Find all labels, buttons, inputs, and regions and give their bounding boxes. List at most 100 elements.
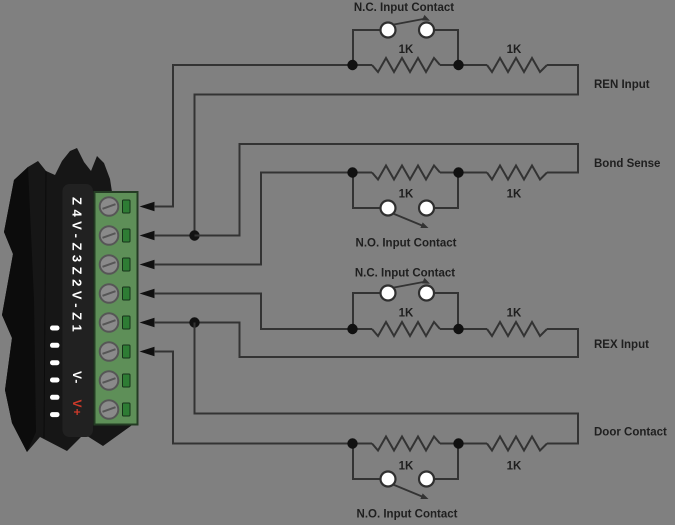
contact-label: N.C. Input Contact	[354, 2, 454, 14]
contact-arm	[393, 280, 427, 289]
contact-arm	[392, 483, 425, 499]
device-facet	[2, 167, 36, 452]
circuit-name-label: Door Contact	[594, 427, 667, 439]
terminal-slot	[122, 199, 131, 214]
terminal-slot	[122, 344, 131, 359]
device-leds	[50, 325, 60, 418]
terminal-block-body	[93, 191, 139, 426]
contact-branch-wire	[434, 172, 459, 209]
junction-dot	[453, 323, 464, 335]
terminal-slot	[122, 228, 131, 243]
circuit-name-label: Bond Sense	[594, 158, 660, 170]
contact-branch-wire	[352, 443, 381, 480]
device-facet-line	[43, 170, 47, 439]
junction-dot	[347, 438, 358, 449]
junction-dot	[453, 438, 464, 449]
contact-terminal	[417, 470, 436, 488]
resistor-zigzag	[486, 434, 548, 453]
device-panel	[62, 184, 93, 437]
terminal-wire-slots	[122, 199, 131, 417]
terminal-arrow	[139, 201, 155, 212]
contact-terminal	[417, 284, 436, 302]
resistor-zigzag	[486, 319, 548, 339]
device-model-label: Z4V-Z3Z2V-Z1	[70, 197, 85, 336]
contact-terminal	[417, 21, 436, 39]
contact-branch-wire	[352, 172, 381, 209]
terminal-slot	[122, 286, 131, 301]
terminal-arrow	[139, 259, 155, 270]
wire	[154, 292, 372, 330]
terminal-arrow	[139, 230, 155, 241]
contact-terminal	[379, 21, 397, 39]
contact-label: N.C. Input Contact	[355, 268, 455, 280]
led-indicator	[50, 412, 60, 418]
contact-terminal	[379, 470, 397, 488]
resistor-label: 1K	[399, 308, 414, 320]
resistor-label: 1K	[399, 461, 414, 473]
contact-arm-arrowhead	[421, 277, 430, 284]
circuit-bond-sense: N.O. Input Contact 1K 1K Bond Sense	[154, 143, 660, 266]
resistor-label: 1K	[507, 44, 522, 56]
contact-arm-arrowhead	[421, 14, 430, 21]
junction-dot	[347, 167, 358, 178]
led-indicator	[50, 342, 60, 348]
terminal-slot	[122, 315, 131, 330]
resistor-label: 1K	[507, 189, 522, 201]
circuit-name-label: REX Input	[594, 339, 649, 351]
junction-dot	[347, 323, 358, 335]
resistor-zigzag	[371, 434, 441, 453]
contact-arm	[392, 212, 425, 228]
contact-branch-wire	[352, 29, 381, 65]
wire	[154, 64, 579, 237]
contact-arm-arrowhead	[420, 222, 429, 228]
led-indicator	[50, 394, 60, 400]
terminal-slot	[122, 373, 131, 388]
wire	[154, 321, 579, 358]
terminal-slot	[122, 257, 131, 272]
contact-arm	[393, 17, 427, 26]
v-minus-label: V-	[70, 371, 84, 384]
resistor-zigzag	[371, 55, 441, 75]
junction-dot	[453, 167, 464, 178]
terminal-screw-slots	[102, 203, 116, 413]
terminal-block	[93, 191, 139, 426]
circuit-name-label: REN Input	[594, 79, 650, 91]
v-plus-label: V+	[70, 400, 84, 417]
circuit-door-contact: N.O. Input Contact 1K 1K Door Contact	[154, 322, 667, 521]
led-indicator	[50, 325, 60, 331]
contact-label: N.O. Input Contact	[357, 509, 458, 521]
resistor-label: 1K	[507, 308, 522, 320]
wire	[194, 143, 579, 237]
contact-label: N.O. Input Contact	[356, 238, 457, 250]
resistor-label: 1K	[507, 461, 522, 473]
contact-arm-arrowhead	[420, 493, 429, 499]
terminal-slot	[122, 402, 131, 417]
circuit-rex-input: N.C. Input Contact 1K 1K REX Input	[154, 268, 649, 358]
resistor-label: 1K	[399, 44, 414, 56]
contact-terminal	[379, 284, 397, 302]
contact-terminal	[417, 199, 436, 217]
led-indicator	[50, 377, 60, 383]
terminal-arrow	[139, 288, 155, 299]
contact-terminal	[379, 199, 397, 217]
contact-branch-wire	[434, 443, 459, 480]
contact-branch-wire	[352, 292, 381, 329]
contact-branch-wire	[434, 292, 459, 329]
circuit-ren-input: N.C. Input Contact 1K 1K REN Input	[154, 2, 650, 241]
wire	[193, 322, 579, 445]
resistor-zigzag	[371, 163, 441, 182]
wire	[154, 171, 372, 266]
resistor-label: 1K	[399, 189, 414, 201]
wire	[154, 64, 372, 208]
terminal-arrow	[139, 346, 155, 357]
led-indicator	[50, 360, 60, 366]
wire	[154, 350, 372, 445]
terminal-arrows	[139, 201, 155, 357]
resistor-zigzag	[371, 319, 441, 339]
resistor-zigzag	[486, 55, 548, 75]
contact-branch-wire	[434, 29, 459, 65]
resistor-zigzag	[486, 163, 548, 182]
terminal-arrow	[139, 317, 155, 328]
